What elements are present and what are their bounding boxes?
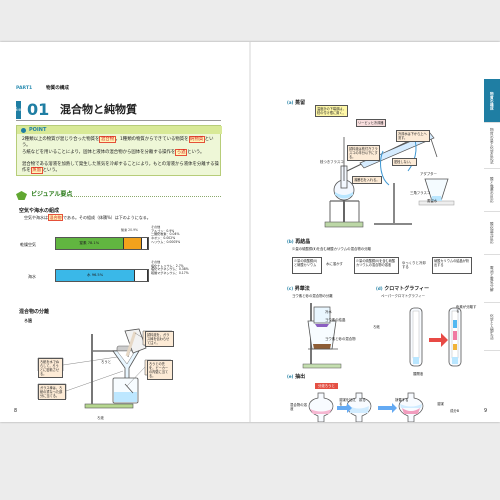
extraction-add-solvent-label: 溶媒を加える (339, 398, 356, 407)
chromatography-diagram (409, 307, 462, 367)
distillation-heading: (a) 蒸留 (287, 100, 306, 106)
chromatography-solvent-label: 展開液 (413, 372, 424, 376)
chapter-side-tab: 第1章 (14, 101, 22, 119)
recrystallization-step-5: 硝酸カリウムの結晶が析出する (432, 257, 472, 274)
air-nitrogen-segment: 窒素 78.1% (56, 238, 124, 249)
separatory-funnel-tag: 分液ろうと (315, 383, 338, 390)
leaf-icon (16, 191, 27, 200)
extraction-heading: (e) 抽出 (287, 374, 306, 380)
air-other-labels: その他 アルゴン：0.9% 二酸化炭素：0.04% ネオン：0.002% ヘリウ… (151, 225, 181, 244)
sea-other-labels: その他 塩化ナトリウム：2.7% 塩化マグネシウム：0.38% 硫酸マグネシウム… (151, 260, 189, 275)
book-gutter (249, 42, 251, 422)
point-box: POINT 2種類以上の物質が混じり合った物質を混合物，1種類の物質からできてい… (16, 125, 222, 176)
point-title: POINT (29, 127, 47, 133)
air-label: 乾燥空気 (20, 242, 36, 247)
part-title: 物質の構成 (46, 86, 69, 91)
distillation-product-label: 蒸留水 (427, 199, 438, 203)
recrystallization-step-4: ゆっくりと冷却する (402, 261, 426, 270)
distillation-callout-cooling-water: 冷却水は下から上へ流す。 (396, 130, 430, 142)
filtration-callout-funnel-tip: ろうとの先を，ビーカーの内壁に当てる。 (147, 360, 173, 380)
point-item-2: ろ紙などを用いることにより，固体と液体の混合物から固体を分離する操作をろ過という… (22, 149, 205, 156)
point-icon (21, 127, 26, 133)
air-sea-sentence: 空気や海水は混合物である。その組成（体積%）は下のようになる。 (24, 214, 151, 221)
filtrate-label: ろ液 (97, 416, 104, 420)
recrystallization-heading: (b) 再結晶 (287, 239, 311, 245)
sublimation-cold-water-label: 冷水 (325, 310, 332, 314)
filtration-heading: ろ過 (24, 318, 32, 323)
side-tab-composition[interactable]: 物質の構成 (484, 79, 500, 123)
left-page-number: 8 (14, 409, 18, 415)
air-oxygen-label: 酸素 20.9% (121, 228, 138, 232)
filtration-callout-wet-paper: ろ紙を水でぬらして，ろうとに密着させる。 (38, 358, 63, 378)
chromatography-separation-label: 色素が分離する (456, 305, 477, 314)
part-label: PART1 (16, 86, 33, 91)
filtration-apparatus-diagram (37, 328, 173, 409)
separation-heading: 混合物の分離 (19, 309, 50, 315)
recrystallization-step-1: 少量の硫酸銅(Ⅱ)と硝酸カリウム (292, 257, 322, 274)
filtration-callout-glass-rod: ガラス棒は，ろ紙の重なった部分に当てる。 (38, 384, 66, 400)
point-heading: POINT (17, 126, 222, 134)
chromatography-subtitle: ペーパークロマトグラフィー (381, 294, 425, 298)
funnel-label: ろうと (101, 360, 112, 364)
recrystallization-step-3: 少量の硫酸銅(Ⅱ)を含む硝酸カリウムの混合物の溶液 (354, 257, 399, 274)
sea-composition-bar: 水 96.5% (55, 269, 149, 282)
sea-label: 海水 (28, 274, 36, 279)
recrystallization-step-2: 水に溶かす (326, 262, 343, 266)
side-tab-quantity[interactable]: 物質の量と化学反応式 (484, 123, 500, 169)
chapter-side-navigation[interactable]: 物質の構成 物質の量と化学反応式 酸と塩基の反応 酸化還元反応 電池と電気分解 … (484, 79, 500, 351)
point-item-1: 2種類以上の物質が混じり合った物質を混合物，1種類の物質からできている物質を純物… (22, 136, 214, 148)
distillation-flask-label: 枝つきフラスコ (320, 160, 344, 164)
sublimation-apparatus-diagram (302, 303, 342, 369)
extraction-diagram (308, 392, 424, 422)
extraction-settle-label: 静置する (395, 398, 409, 402)
distillation-adapter-label: アダプター (420, 172, 437, 176)
sublimation-crystal-label: ヨウ素の結晶 (325, 318, 346, 322)
air-sea-heading: 空気や海水の組成 (19, 208, 60, 214)
left-page: PART1 物質の構成 第1章 01 混合物と純物質 POINT 2種類以上の物… (0, 42, 249, 422)
side-tab-life-chemistry[interactable]: 化学と人間生活 (484, 303, 500, 351)
distillation-callout-liebig: リービッヒ冷却器 (356, 119, 386, 127)
point-item-3: 混合物である溶液を加熱して発生した蒸気を冷却することにより，もとの溶液から液体を… (22, 162, 219, 174)
extraction-shake-label: 振る (359, 398, 366, 402)
distillation-callout-sample-volume: 試料液は枝付きフラスコの半分以下にする。 (347, 145, 380, 161)
chromatography-paper-label: ろ紙 (373, 325, 380, 329)
distillation-callout-boiling-stone: 沸騰石を入れる。 (352, 176, 382, 184)
sea-water-segment: 水 96.5% (56, 270, 136, 281)
chapter-header: 第1章 01 混合物と純物質 (14, 99, 221, 121)
sea-other-segment (135, 270, 148, 281)
sublimation-subtitle: ヨウ素と砂の混合物の分離 (292, 294, 333, 298)
chromatography-heading: (d) クロマトグラフィー (376, 286, 430, 292)
air-composition-bar: 窒素 78.1% (55, 237, 149, 250)
air-other-segment (141, 238, 148, 249)
sublimation-heading: (c) 昇華法 (287, 286, 310, 292)
extraction-component-label: 成分B (450, 409, 460, 413)
chapter-title: 混合物と純物質 (60, 103, 137, 116)
distillation-callout-no-seal: 密栓しない。 (392, 158, 417, 166)
recrystallization-subtitle: 少量の硫酸銅(Ⅱ)を含む硝酸カリウムの混合物の分離 (292, 247, 371, 251)
side-tab-redox[interactable]: 酸化還元反応 (484, 212, 500, 255)
side-tab-electrochemistry[interactable]: 電池と電気分解 (484, 255, 500, 303)
chapter-number: 01 (27, 100, 50, 119)
side-tab-acid-base[interactable]: 酸と塩基の反応 (484, 169, 500, 212)
visual-summary-heading: ビジュアル要点 (16, 191, 221, 200)
extraction-mixture-label: 混合物の溶液 (290, 403, 307, 412)
right-page-number: 9 (483, 409, 487, 415)
right-page: (a) 蒸留 温度計の下端部は，枝の付け根に置く。 リービッヒ冷却器 冷却水は下… (251, 42, 500, 422)
filtration-callout-pour: 試料液を，ガラス棒を伝わらせて注ぐ。 (145, 331, 174, 347)
distillation-callout-thermometer: 温度計の下端部は，枝の付け根に置く。 (315, 105, 348, 117)
sublimation-mixture-label: ヨウ素と砂の混合物 (325, 337, 356, 341)
distillation-receiver-label: 三角フラスコ (410, 191, 431, 195)
air-oxygen-segment (123, 238, 142, 249)
extraction-solvent-label: 溶媒 (437, 402, 444, 406)
open-book-spread: PART1 物質の構成 第1章 01 混合物と純物質 POINT 2種類以上の物… (0, 42, 500, 422)
